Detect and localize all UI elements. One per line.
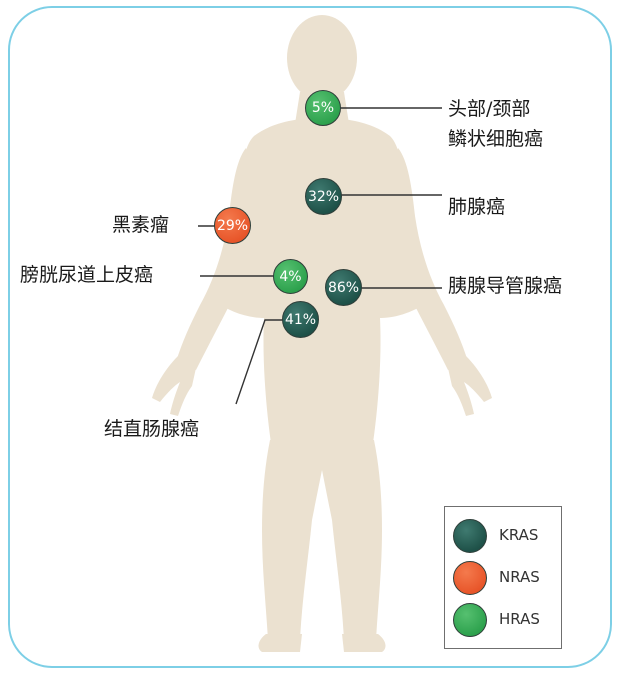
marker-colorectal: 41%	[282, 301, 319, 338]
marker-lung: 32%	[305, 178, 342, 215]
marker-melanoma: 29%	[214, 207, 251, 244]
legend: KRAS NRAS HRAS	[444, 506, 562, 649]
line-colorectal	[235, 319, 283, 405]
label-lung: 肺腺癌	[448, 196, 506, 218]
marker-head-neck: 5%	[305, 90, 341, 126]
label-head-neck-line2: 鳞状细胞癌	[448, 128, 544, 150]
marker-bladder: 4%	[273, 259, 308, 294]
legend-swatch-kras	[453, 519, 487, 553]
legend-label-nras: NRAS	[499, 568, 540, 586]
legend-item-nras: NRAS	[445, 559, 561, 599]
legend-item-hras: HRAS	[445, 601, 561, 641]
label-colorectal: 结直肠腺癌	[104, 418, 200, 440]
label-bladder: 膀胱尿道上皮癌	[20, 264, 154, 286]
label-pancreas: 胰腺导管腺癌	[448, 275, 563, 297]
rounded-frame	[8, 6, 612, 668]
label-head-neck-line1: 头部/颈部	[448, 98, 531, 120]
legend-swatch-hras	[453, 603, 487, 637]
label-melanoma: 黑素瘤	[112, 214, 170, 236]
legend-swatch-nras	[453, 561, 487, 595]
connector-lines	[198, 107, 442, 405]
human-silhouette	[152, 15, 492, 652]
marker-pancreas: 86%	[325, 269, 362, 306]
legend-label-kras: KRAS	[499, 526, 539, 544]
legend-item-kras: KRAS	[445, 517, 561, 557]
legend-label-hras: HRAS	[499, 610, 540, 628]
